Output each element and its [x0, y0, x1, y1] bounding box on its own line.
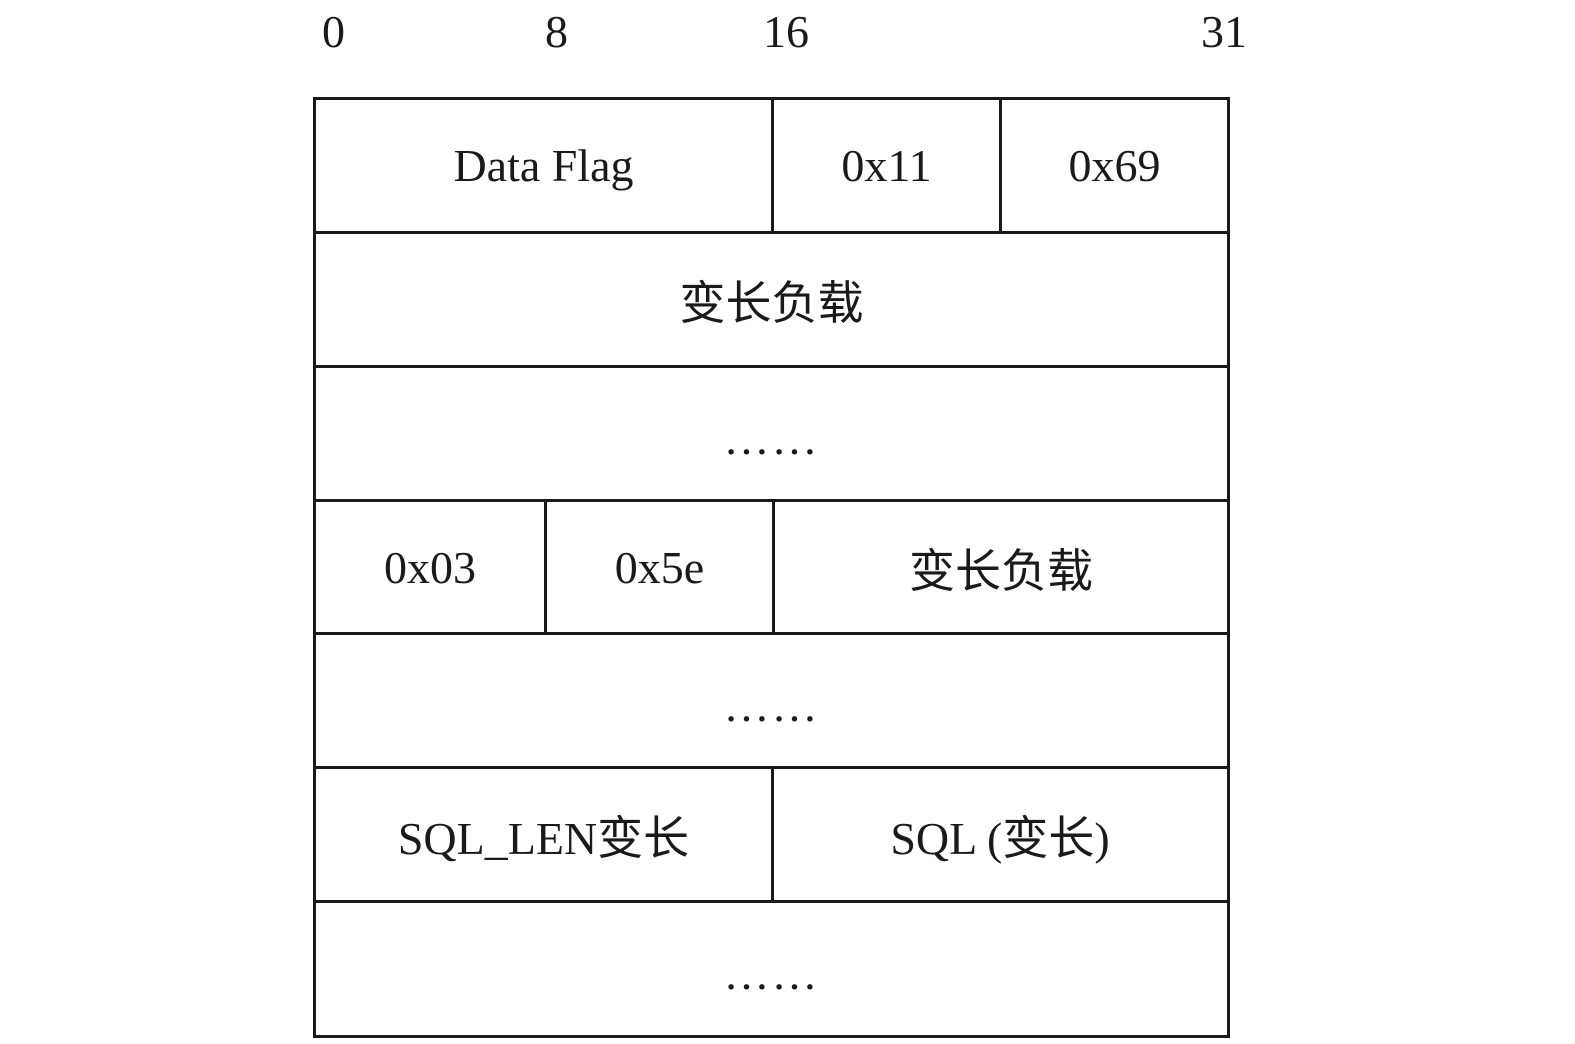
packet-format-diagram: Data Flag 0x11 0x69 变长负载 …… 0x03 0x5e 变长… [313, 97, 1230, 1038]
field-ellipsis: …… [723, 680, 820, 731]
bit-label-8: 8 [545, 6, 568, 57]
row-divider [316, 231, 1227, 234]
field-0x11: 0x11 [771, 100, 999, 231]
field-variable-payload: 变长负载 [679, 277, 864, 329]
row-divider [316, 365, 1227, 368]
packet-row-ellipsis: …… [316, 903, 1227, 1034]
packet-row-subheader: 0x03 0x5e 变长负载 [316, 502, 1227, 633]
field-ellipsis: …… [723, 413, 820, 464]
packet-row-ellipsis: …… [316, 635, 1227, 766]
row-divider [316, 900, 1227, 903]
field-0x5e: 0x5e [544, 502, 772, 633]
field-variable-payload: 变长负载 [772, 502, 1227, 633]
row-divider [316, 499, 1227, 502]
bit-label-16: 16 [763, 6, 809, 57]
field-0x03: 0x03 [384, 542, 476, 593]
field-ellipsis: …… [723, 948, 820, 999]
packet-row-header: Data Flag 0x11 0x69 [316, 100, 1227, 231]
packet-row-sql: SQL_LEN变长 SQL (变长) [316, 769, 1227, 900]
row-divider [316, 766, 1227, 769]
bit-label-31: 31 [1201, 6, 1247, 57]
field-0x69: 0x69 [999, 100, 1227, 231]
packet-row-payload: 变长负载 [316, 234, 1227, 365]
row-divider [316, 632, 1227, 635]
field-sql: SQL (变长) [771, 769, 1226, 900]
bit-label-0: 0 [322, 6, 345, 57]
field-data-flag: Data Flag [453, 140, 634, 191]
field-sql-len: SQL_LEN变长 [397, 812, 690, 864]
packet-row-ellipsis: …… [316, 368, 1227, 499]
